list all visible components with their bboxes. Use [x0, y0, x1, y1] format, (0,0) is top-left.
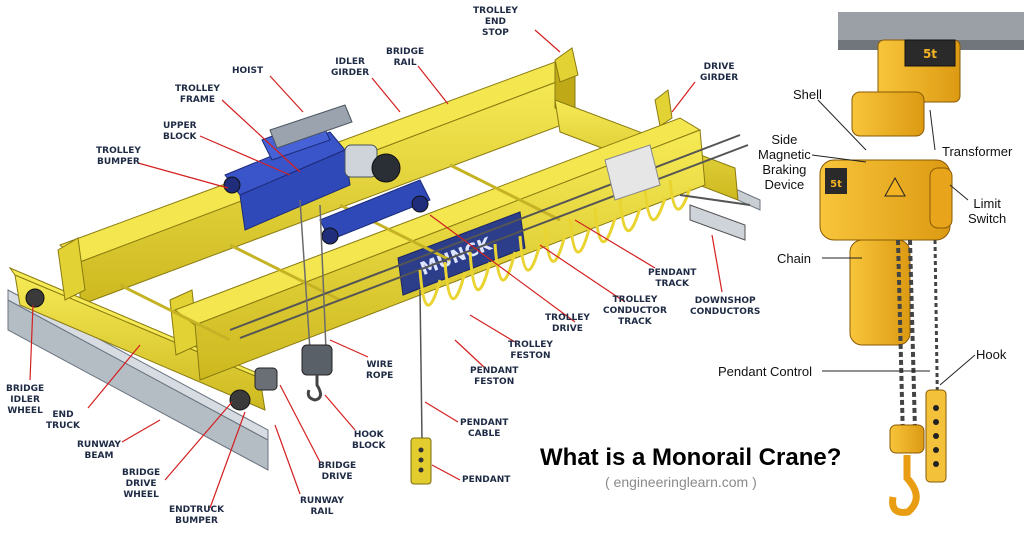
label-downshop-conductors: DOWNSHOP CONDUCTORS — [690, 296, 761, 317]
label-trolley-bumper: TROLLEY BUMPER — [96, 146, 141, 167]
hoist — [269, 104, 401, 183]
label-trolley-end-stop: TROLLEY END STOP — [473, 6, 518, 38]
label-shell: Shell — [793, 87, 822, 102]
pendant — [410, 437, 432, 485]
wire-rope — [299, 199, 327, 351]
label-trolley-frame: TROLLEY FRAME — [175, 84, 220, 105]
label-trolley-conductor-track: TROLLEY CONDUCTOR TRACK — [603, 295, 667, 327]
pendant-feston — [418, 179, 692, 307]
label-bridge-drive-wheel: BRIDGE DRIVE WHEEL — [122, 468, 161, 500]
left-leader-lines — [29, 29, 723, 509]
label-trolley-feston: TROLLEY FESTON — [508, 340, 553, 361]
trolley-conductor-box — [604, 144, 661, 201]
label-trolley-drive: TROLLEY DRIVE — [545, 313, 590, 334]
label-runway-rail: RUNWAY RAIL — [300, 496, 344, 517]
bridge-idler-wheel — [25, 288, 45, 308]
label-pendant-control: Pendant Control — [718, 364, 812, 379]
label-bridge-drive: BRIDGE DRIVE — [318, 461, 357, 482]
label-pendant: PENDANT — [462, 475, 511, 485]
girder-end-caps — [57, 47, 673, 356]
label-pendant-cable: PENDANT CABLE — [460, 418, 509, 439]
limit-switch — [929, 167, 953, 229]
label-hoist: HOIST — [232, 66, 264, 76]
pendant-control-box — [925, 389, 947, 483]
page-subtitle: ( engineeringlearn.com ) — [605, 474, 757, 490]
label-drive-girder: DRIVE GIRDER — [700, 62, 739, 83]
label-idler-girder: IDLER GIRDER — [331, 57, 370, 78]
downshop-conductors — [679, 194, 751, 241]
bridge-drive — [254, 367, 278, 391]
transformer-box: 5t — [877, 39, 961, 103]
label-bridge-rail: BRIDGE RAIL — [386, 47, 425, 68]
label-endtruck-bumper: ENDTRUCK BUMPER — [169, 505, 225, 526]
label-hook: Hook — [976, 347, 1007, 362]
hook — [889, 424, 925, 516]
hoist-plate-top: 5t — [923, 47, 937, 61]
label-upper-block: UPPER BLOCK — [163, 121, 197, 142]
label-pendant-track: PENDANT TRACK — [648, 268, 697, 289]
label-bridge-idler-wheel: BRIDGE IDLER WHEEL — [6, 384, 45, 416]
label-end-truck: END TRUCK — [46, 410, 80, 431]
label-chain: Chain — [777, 251, 811, 266]
label-limit-switch: Limit Switch — [968, 196, 1007, 226]
label-runway-beam: RUNWAY BEAM — [77, 440, 121, 461]
right-leader-lines — [811, 99, 976, 386]
label-transformer: Transformer — [942, 144, 1013, 159]
hoist-chain — [896, 239, 940, 441]
label-pendant-feston: PENDANT FESTON — [470, 366, 519, 387]
hoist-shell: 5t — [819, 91, 951, 346]
hook-block — [301, 344, 333, 402]
page-title: What is a Monorail Crane? — [540, 444, 842, 471]
label-wire-rope: WIRE ROPE — [366, 360, 394, 381]
label-side-magnetic-braking-device: Side Magnetic Braking Device — [758, 132, 811, 192]
pendant-cable — [419, 289, 423, 441]
hoist-plate-side: 5t — [830, 179, 842, 190]
label-hook-block: HOOK BLOCK — [352, 430, 386, 451]
bridge-drive-wheel — [229, 389, 251, 411]
trolley-wheels — [223, 176, 429, 245]
